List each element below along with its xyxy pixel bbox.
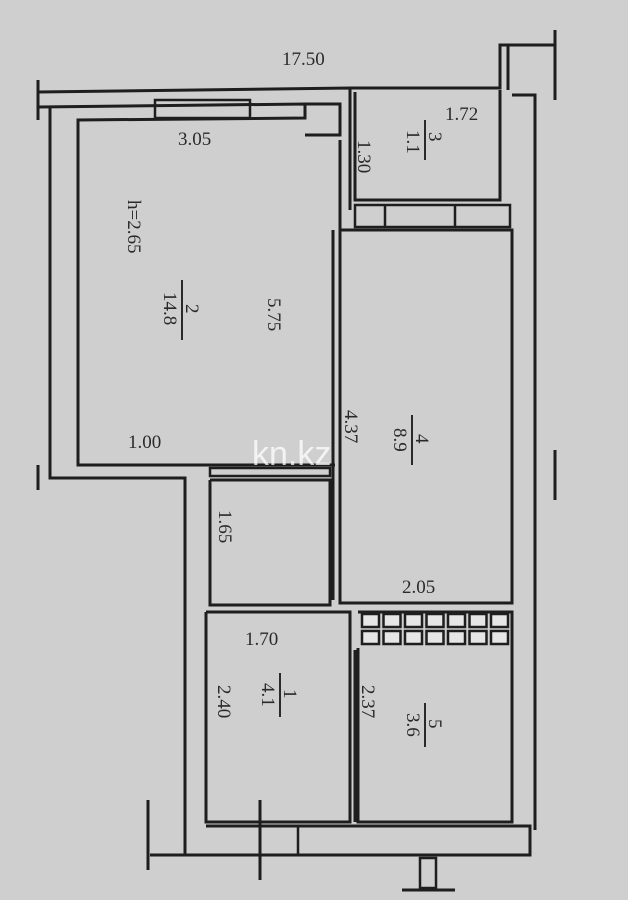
tile bbox=[360, 629, 381, 646]
dim-balcony-depth: 1.30 bbox=[353, 140, 374, 173]
dim-balcony-width: 1.72 bbox=[445, 104, 478, 125]
room-area: 8.9 bbox=[389, 428, 410, 452]
dim-bath-length: 2.37 bbox=[357, 685, 378, 718]
tile bbox=[468, 612, 488, 629]
tile bbox=[468, 629, 488, 646]
tile bbox=[403, 629, 424, 646]
tile bbox=[425, 612, 445, 629]
room-area: 14.8 bbox=[159, 292, 180, 325]
dim-hall-width: 1.70 bbox=[245, 629, 278, 650]
bathroom-tile-grid bbox=[360, 612, 510, 646]
room-number: 3 bbox=[424, 132, 445, 142]
room-1-label: 1 4.1 bbox=[257, 673, 300, 717]
room-area: 3.6 bbox=[402, 713, 423, 737]
tile bbox=[489, 612, 510, 629]
room-number: 5 bbox=[424, 719, 445, 729]
dim-room2-width: 3.05 bbox=[178, 129, 211, 150]
tile bbox=[382, 612, 402, 629]
room-4-label: 4 8.9 bbox=[389, 415, 432, 465]
tile bbox=[425, 629, 445, 646]
room-5-label: 5 3.6 bbox=[402, 703, 445, 747]
room-area: 4.1 bbox=[257, 683, 278, 707]
watermark: kn.kz bbox=[252, 435, 331, 473]
room-2-label: 2 14.8 bbox=[159, 280, 202, 340]
dim-hall-length: 2.40 bbox=[213, 685, 234, 718]
dimension-labels: 17.50 1.72 1.30 3.05 h=2.65 5.75 1.00 4.… bbox=[123, 49, 478, 718]
tile bbox=[403, 612, 424, 629]
tile bbox=[360, 612, 381, 629]
room-3-label: 3 1.1 bbox=[402, 120, 445, 160]
dim-room4-width: 2.05 bbox=[402, 577, 435, 598]
ceiling-height: h=2.65 bbox=[123, 200, 144, 253]
dim-total-length: 17.50 bbox=[282, 49, 325, 70]
room-number: 2 bbox=[181, 304, 202, 314]
dim-room2-bottom: 1.00 bbox=[128, 432, 161, 453]
room-labels: 3 1.1 2 14.8 4 8.9 1 4.1 5 3.6 bbox=[159, 120, 445, 747]
dim-room4-length: 4.37 bbox=[340, 410, 361, 443]
tile bbox=[446, 629, 467, 646]
tile bbox=[382, 629, 402, 646]
walls bbox=[36, 30, 557, 892]
dim-closet-length: 1.65 bbox=[214, 510, 235, 543]
dim-room2-length: 5.75 bbox=[263, 298, 284, 331]
tile bbox=[489, 629, 510, 646]
tile bbox=[446, 612, 467, 629]
room-number: 1 bbox=[279, 689, 300, 699]
room-area: 1.1 bbox=[402, 130, 423, 154]
room-number: 4 bbox=[411, 434, 432, 444]
